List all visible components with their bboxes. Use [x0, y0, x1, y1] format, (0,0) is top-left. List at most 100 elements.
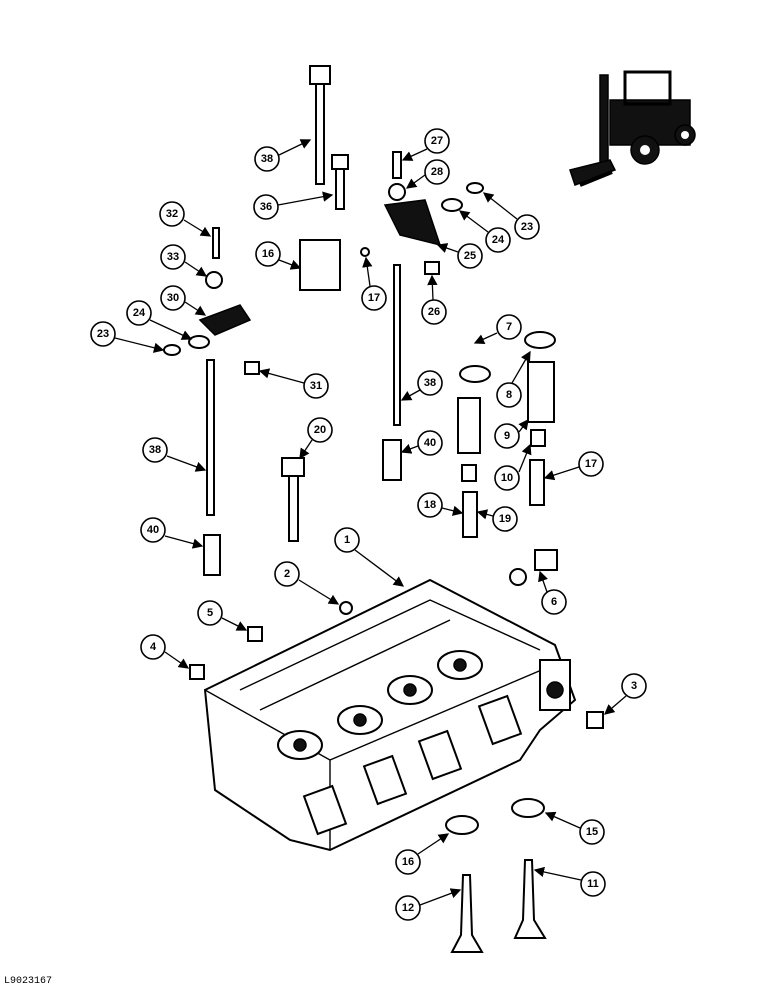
guide-17 — [529, 459, 545, 506]
nut-28 — [388, 183, 406, 201]
drawing-id: L9023167 — [4, 976, 53, 987]
leader-24-left — [149, 319, 193, 340]
svg-text:38: 38 — [261, 153, 273, 165]
leader-3 — [604, 695, 627, 715]
spring-9a — [457, 397, 481, 454]
leader-9 — [518, 418, 529, 433]
svg-text:33: 33 — [167, 251, 179, 263]
callout-12: 12 — [395, 895, 421, 921]
svg-text:1: 1 — [344, 534, 350, 546]
svg-text:6: 6 — [551, 596, 557, 608]
svg-text:3: 3 — [631, 680, 637, 692]
svg-text:17: 17 — [368, 292, 380, 304]
callout-20: 20 — [307, 417, 333, 443]
svg-text:36: 36 — [260, 201, 272, 213]
leader-38-left — [166, 455, 207, 472]
callout-32: 32 — [159, 201, 185, 227]
svg-text:8: 8 — [506, 389, 512, 401]
leader-6 — [538, 570, 548, 593]
tappet-left — [203, 534, 221, 576]
leader-8 — [511, 350, 531, 384]
callout-9: 9 — [494, 423, 520, 449]
cap-26 — [424, 261, 440, 275]
callout-26: 26 — [421, 299, 447, 325]
rocker-support-21 — [299, 239, 341, 291]
seal-6 — [509, 568, 527, 586]
callout-11: 11 — [580, 871, 606, 897]
svg-text:24: 24 — [492, 234, 505, 246]
retainer-8b — [524, 331, 556, 349]
svg-text:15: 15 — [586, 826, 598, 838]
svg-text:19: 19 — [499, 513, 511, 525]
pushrod-right — [393, 264, 401, 426]
callout-31: 31 — [303, 373, 329, 399]
bolt-35 — [331, 154, 349, 210]
cap-31 — [244, 361, 260, 375]
svg-text:5: 5 — [207, 607, 213, 619]
svg-text:40: 40 — [424, 437, 436, 449]
callout-22: 17 — [361, 285, 387, 311]
valve-12 — [450, 874, 484, 953]
callout-1: 1 — [334, 527, 360, 553]
plug-3 — [586, 711, 604, 729]
adjust-screw-32 — [212, 227, 220, 259]
callout-10: 10 — [494, 465, 520, 491]
callout-21: 16 — [255, 241, 281, 267]
seal-10a — [461, 464, 477, 482]
valve-11 — [513, 859, 547, 939]
clip-23-left — [163, 344, 181, 356]
leader-18 — [441, 505, 464, 516]
ball-22 — [360, 247, 370, 257]
callout-36: 38 — [254, 146, 280, 172]
plug-5 — [247, 626, 263, 642]
callout-8: 8 — [496, 382, 522, 408]
leader-10 — [518, 443, 532, 473]
leader-20 — [299, 439, 313, 460]
leader-19 — [476, 509, 494, 520]
leader-17 — [543, 466, 580, 481]
callout-6: 6 — [541, 589, 567, 615]
leader-23-right — [482, 192, 518, 220]
svg-text:12: 12 — [402, 902, 414, 914]
clip-23-right — [466, 182, 484, 194]
washer-24-right — [441, 198, 463, 212]
leader-21 — [278, 259, 302, 270]
callout-17: 17 — [578, 451, 604, 477]
leader-28 — [405, 174, 426, 189]
callout-7: 7 — [496, 314, 522, 340]
svg-text:40: 40 — [147, 524, 159, 536]
callout-24-right: 24 — [485, 227, 511, 253]
retainer-8a — [459, 365, 491, 383]
spring-9b — [527, 361, 555, 423]
svg-text:24: 24 — [133, 307, 146, 319]
tappet-right — [382, 439, 402, 481]
leader-40-right — [400, 443, 419, 454]
svg-text:7: 7 — [506, 321, 512, 333]
svg-text:23: 23 — [521, 221, 533, 233]
leader-23-left — [114, 337, 165, 353]
plug-6 — [534, 549, 558, 571]
bolt-20 — [281, 457, 305, 542]
leader-5 — [221, 617, 248, 631]
callout-5: 5 — [197, 600, 223, 626]
leader-35 — [277, 191, 334, 206]
svg-text:30: 30 — [167, 292, 179, 304]
callout-24-left: 24 — [126, 300, 152, 326]
callout-3: 3 — [621, 673, 647, 699]
svg-text:2: 2 — [284, 568, 290, 580]
callout-23-left: 23 — [90, 321, 116, 347]
callout-18: 18 — [417, 492, 443, 518]
svg-text:9: 9 — [504, 430, 510, 442]
rocker-arm-25 — [383, 199, 442, 247]
adjust-screw-27 — [392, 151, 402, 179]
svg-text:26: 26 — [428, 306, 440, 318]
plug-4 — [189, 664, 205, 680]
callout-33: 33 — [160, 244, 186, 270]
callout-30: 30 — [160, 285, 186, 311]
svg-text:23: 23 — [97, 328, 109, 340]
leader-31 — [258, 368, 305, 384]
svg-text:31: 31 — [310, 380, 322, 392]
callout-2: 2 — [274, 561, 300, 587]
